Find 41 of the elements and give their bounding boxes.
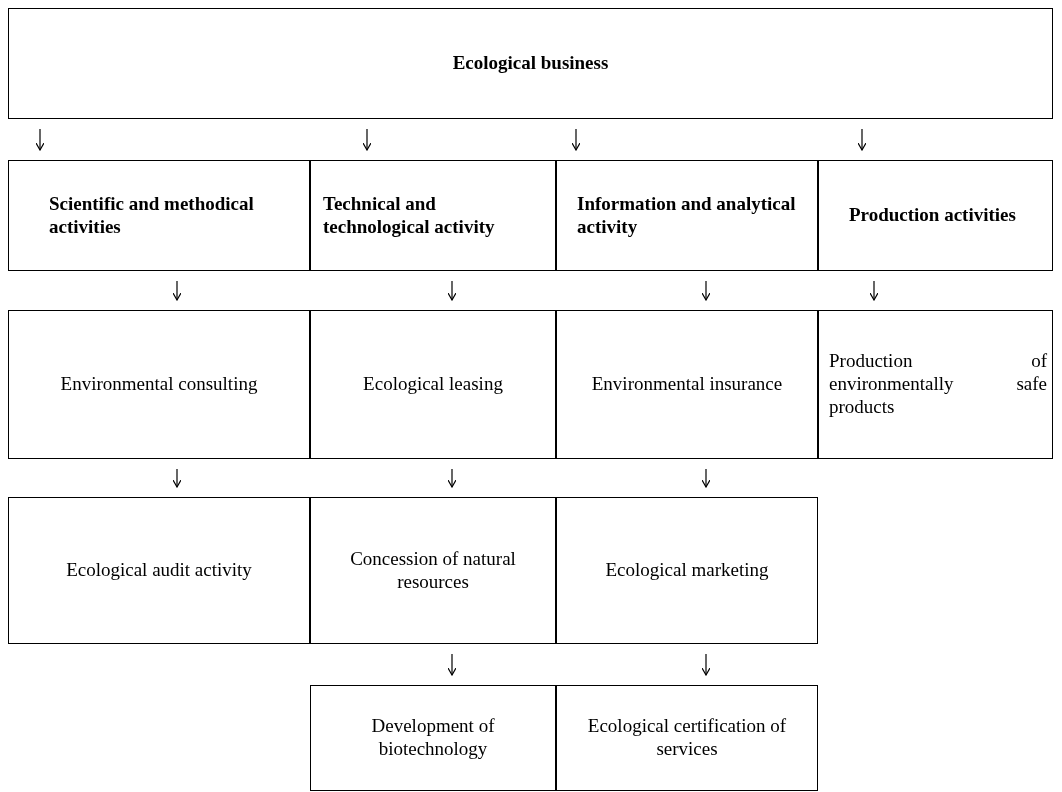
activity-box bbox=[8, 310, 310, 459]
activity-box bbox=[8, 8, 1053, 119]
arrow bbox=[701, 280, 711, 301]
arrow bbox=[701, 653, 711, 676]
arrow bbox=[172, 468, 182, 488]
box-heading: Technical and technological activity bbox=[323, 192, 496, 239]
arrow bbox=[447, 468, 457, 488]
box-text: Ecological marketing bbox=[605, 559, 769, 582]
box-text: Concession of natural resources bbox=[349, 547, 517, 594]
box-heading: Scientific and methodical activities bbox=[49, 192, 255, 239]
activity-box bbox=[818, 310, 1053, 459]
activity-box bbox=[8, 160, 310, 271]
activity-box bbox=[310, 160, 556, 271]
activity-box bbox=[556, 497, 818, 644]
box-text: Production of environmentally safe products bbox=[829, 350, 1047, 419]
activity-box bbox=[556, 310, 818, 459]
arrow bbox=[857, 128, 867, 151]
activity-box bbox=[310, 310, 556, 459]
box-text: Ecological audit activity bbox=[66, 559, 252, 582]
arrow bbox=[35, 128, 45, 151]
activity-box bbox=[556, 160, 818, 271]
box-heading: Ecological business bbox=[452, 52, 609, 75]
activity-box bbox=[556, 685, 818, 791]
box-text: Ecological certification of services bbox=[586, 715, 788, 761]
activity-box bbox=[310, 497, 556, 644]
arrow bbox=[172, 280, 182, 301]
box-heading: Production activities bbox=[849, 204, 1016, 227]
activity-box bbox=[818, 160, 1053, 271]
box-text: Environmental insurance bbox=[591, 373, 783, 396]
box-text: Environmental consulting bbox=[60, 373, 258, 396]
box-text: Ecological leasing bbox=[363, 373, 503, 396]
box-text: Development of biotechnology bbox=[370, 715, 496, 761]
arrow bbox=[447, 280, 457, 301]
arrow bbox=[701, 468, 711, 488]
arrow bbox=[869, 280, 879, 301]
arrow bbox=[362, 128, 372, 151]
activity-box bbox=[8, 497, 310, 644]
activity-box bbox=[310, 685, 556, 791]
arrow bbox=[571, 128, 581, 151]
arrow bbox=[447, 653, 457, 676]
box-heading: Information and analytical activity bbox=[577, 192, 797, 239]
